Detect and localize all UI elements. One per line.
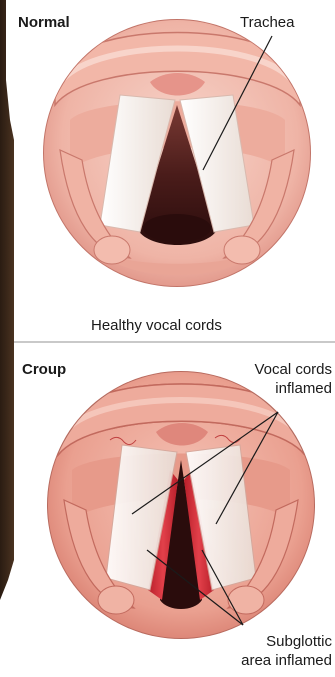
normal-larynx-illustration	[40, 15, 320, 295]
croup-larynx-illustration	[44, 368, 324, 648]
subglottic-label-line1: Subglottic	[266, 632, 332, 651]
croup-title: Croup	[22, 361, 66, 378]
vocal-cords-label-line2: inflamed	[275, 379, 332, 398]
normal-title: Normal	[18, 14, 70, 31]
subglottic-label-line2: area inflamed	[241, 651, 332, 670]
vocal-cords-label-line1: Vocal cords	[254, 360, 332, 379]
normal-caption: Healthy vocal cords	[91, 317, 222, 334]
trachea-label: Trachea	[240, 13, 294, 32]
